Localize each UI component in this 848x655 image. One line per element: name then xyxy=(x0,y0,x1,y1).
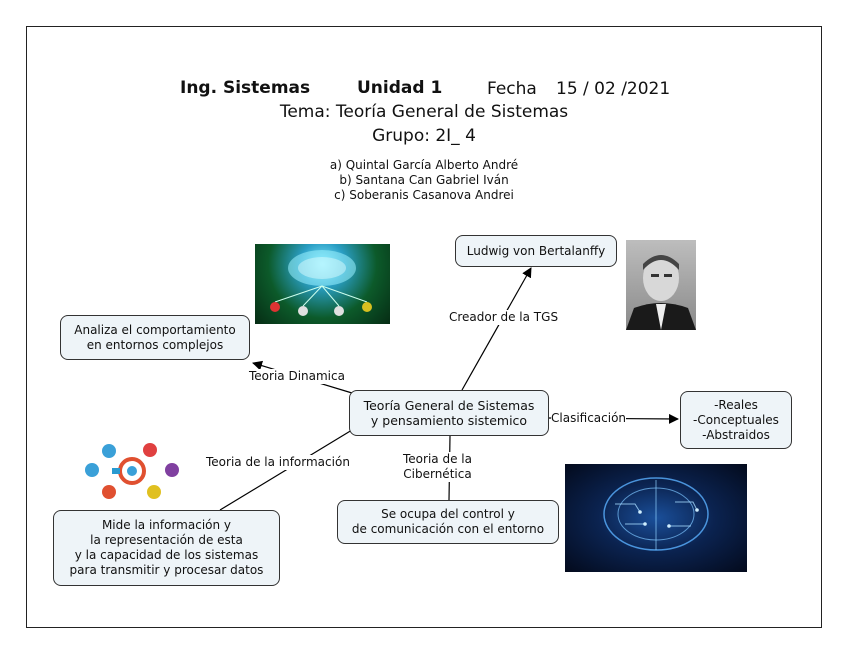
header-unit: Unidad 1 xyxy=(357,78,443,98)
dynamics-node[interactable]: Analiza el comportamiento en entornos co… xyxy=(60,315,250,360)
link-label-classification: Clasificación xyxy=(551,411,627,426)
member-item: c) Soberanis Casanova Andrei xyxy=(334,188,514,202)
link-label-creator: Creador de la TGS xyxy=(449,310,559,325)
header-career: Ing. Sistemas xyxy=(180,78,311,98)
link-label-cybernetics: Teoria de la Cibernética xyxy=(403,452,472,482)
header-date-value: 15 / 02 /2021 xyxy=(556,79,671,99)
information-node[interactable]: Mide la información y la representación … xyxy=(53,510,280,586)
link-creator xyxy=(461,267,532,391)
creator-node[interactable]: Ludwig von Bertalanffy xyxy=(455,235,617,267)
link-label-information: Teoria de la información xyxy=(206,455,350,470)
members-list: a) Quintal García Alberto André b) Santa… xyxy=(0,158,848,203)
portrait-photo xyxy=(626,240,696,330)
link-label-dynamics: Teoria Dinamica xyxy=(249,369,345,384)
header-date-label: Fecha xyxy=(487,79,537,99)
digital-brain-image xyxy=(565,464,747,572)
page-frame xyxy=(26,26,822,628)
member-item: a) Quintal García Alberto André xyxy=(329,158,519,172)
brain-network-image xyxy=(255,244,390,324)
member-item: b) Santana Can Gabriel Iván xyxy=(339,173,509,187)
central-topic-node[interactable]: Teoría General de Sistemas y pensamiento… xyxy=(349,390,549,436)
information-icons-image xyxy=(82,442,182,504)
link-information xyxy=(219,429,353,511)
classification-node[interactable]: -Reales -Conceptuales -Abstraidos xyxy=(680,391,792,449)
header-topic: Tema: Teoría General de Sistemas xyxy=(279,102,569,122)
header-group: Grupo: 2I_ 4 xyxy=(372,126,476,146)
cybernetics-node[interactable]: Se ocupa del control y de comunicación c… xyxy=(337,500,559,544)
